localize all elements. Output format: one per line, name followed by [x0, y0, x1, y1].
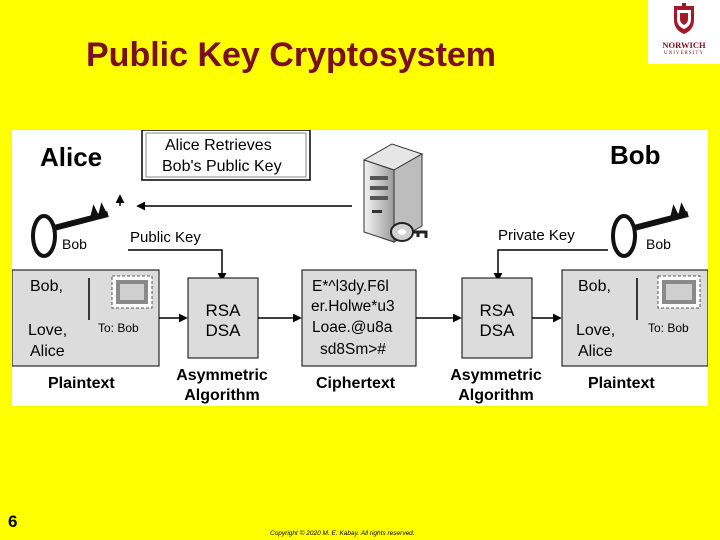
- key-icon: [31, 202, 109, 258]
- server-icon: [362, 143, 424, 243]
- stamp-icon: [111, 275, 153, 309]
- private-key-label: Private Key: [498, 227, 575, 244]
- letter-left-to: To: Bob: [98, 321, 139, 335]
- letter-right-line2: Love,: [576, 322, 615, 339]
- logo-wordmark: NORWICH: [662, 40, 706, 50]
- key-tag-left: Bob: [62, 236, 87, 252]
- ciphertext-box: [301, 269, 417, 367]
- university-logo: NORWICH UNIVERSITY: [648, 0, 720, 64]
- algo-box-left: [187, 277, 259, 359]
- key-icon: [390, 222, 428, 242]
- letter-left-line1: Bob,: [30, 278, 63, 295]
- label-asym-left-1: Asymmetric: [176, 367, 268, 384]
- key-icon: [611, 202, 689, 258]
- cipher-line-4: sd8Sm>#: [320, 341, 386, 358]
- label-asym-right-2: Algorithm: [458, 387, 534, 404]
- algo-right-line1: RSA: [480, 301, 516, 320]
- letter-left-line3: Alice: [30, 343, 65, 360]
- bob-heading: Bob: [610, 140, 661, 170]
- public-key-arrow: [128, 249, 227, 282]
- logo-subtext: UNIVERSITY: [664, 51, 704, 56]
- alice-heading: Alice: [40, 142, 102, 172]
- cipher-line-1: E*^l3dy.F6l: [312, 278, 389, 295]
- retrieve-box-line2: Bob's Public Key: [162, 158, 282, 175]
- algo-box-right: [461, 277, 533, 359]
- diagram-panel: Alice Bob Alice Retrieves Bob's Public K…: [11, 129, 709, 406]
- university-crest-icon: [674, 3, 694, 34]
- cipher-line-2: er.Holwe*u3: [311, 298, 395, 315]
- retrieve-box-line1: Alice Retrieves: [165, 137, 272, 154]
- letter-right-to: To: Bob: [648, 321, 689, 335]
- stamp-icon: [657, 275, 701, 309]
- copyright-notice: Copyright © 2020 M. E. Kabay. All rights…: [270, 530, 415, 537]
- algo-left-line1: RSA: [206, 301, 242, 320]
- label-asym-left-2: Algorithm: [184, 387, 260, 404]
- slide-number: 6: [8, 512, 18, 531]
- key-tag-right: Bob: [646, 236, 671, 252]
- algo-right-line2: DSA: [480, 321, 516, 340]
- slide-title: Public Key Cryptosystem: [86, 36, 497, 74]
- private-key-arrow: [493, 249, 608, 282]
- algo-left-line2: DSA: [206, 321, 242, 340]
- letter-right-line3: Alice: [578, 343, 613, 360]
- cipher-line-3: Loae.@u8a: [312, 319, 393, 336]
- plaintext-letter-right: Bob, Love, Alice To: Bob: [561, 269, 709, 367]
- letter-right-line1: Bob,: [578, 278, 611, 295]
- label-ciphertext: Ciphertext: [316, 375, 396, 392]
- plaintext-letter-left: Bob, Love, Alice To: Bob: [11, 269, 160, 367]
- label-plaintext-right: Plaintext: [588, 375, 655, 392]
- public-key-label: Public Key: [130, 229, 201, 246]
- label-asym-right-1: Asymmetric: [450, 367, 542, 384]
- retrieve-key-box: Alice Retrieves Bob's Public Key: [141, 129, 311, 181]
- public-key-diagram: Alice Bob Alice Retrieves Bob's Public K…: [11, 129, 709, 404]
- letter-left-line2: Love,: [28, 322, 67, 339]
- label-plaintext-left: Plaintext: [48, 375, 115, 392]
